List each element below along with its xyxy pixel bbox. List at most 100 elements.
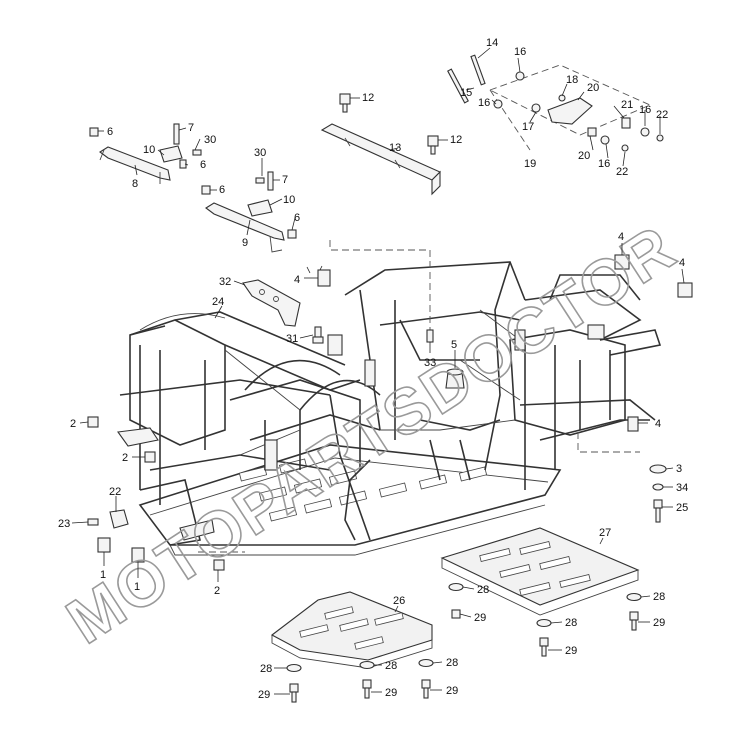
callout-29: 29 [258,689,270,701]
callout-16: 16 [639,104,651,116]
callout-20: 20 [587,82,599,94]
callout-4: 4 [618,231,624,243]
bumper-5 [445,368,465,389]
pad-2 [87,416,99,428]
linkage-assembly [447,54,664,152]
callout-17: 17 [522,121,534,133]
bracket-8 [99,146,171,184]
callout-31: 31 [286,333,298,345]
callout-4: 4 [655,418,661,430]
pad-2 [144,451,156,463]
callout-28: 28 [446,657,458,669]
callout-28: 28 [385,660,397,672]
callout-6: 6 [200,159,206,171]
frame-plate [587,324,605,340]
bolt-31 [312,326,324,344]
callout-12: 12 [450,134,462,146]
washer-3 [649,464,667,474]
callout-6: 6 [107,126,113,138]
callout-30: 30 [254,147,266,159]
frame-plate [364,359,376,387]
bolt-12-top [339,93,351,113]
frame-plate [514,329,526,351]
callout-1: 1 [134,581,140,593]
crossbeam-13 [320,123,441,196]
callout-29: 29 [446,685,458,697]
callout-16: 16 [598,158,610,170]
callout-32: 32 [219,276,231,288]
callout-2: 2 [70,418,76,430]
callout-22: 22 [616,166,628,178]
callout-12: 12 [362,92,374,104]
bracket-22 [109,509,129,529]
callout-29: 29 [565,645,577,657]
callout-16: 16 [478,97,490,109]
callout-26: 26 [393,595,405,607]
bolt-29 [421,679,431,689]
washer-28 [359,660,375,670]
bolt-29 [362,679,372,689]
washer-28 [536,618,552,628]
callout-9: 9 [242,237,248,249]
side-bracket [117,427,159,447]
callout-27: 27 [599,527,611,539]
callout-23: 23 [58,518,70,530]
callout-29: 29 [474,612,486,624]
fasteners-upper-left [89,123,297,239]
callout-28: 28 [653,591,665,603]
callout-7: 7 [282,174,288,186]
callout-8: 8 [132,178,138,190]
bracket-9 [205,199,285,253]
callout-labels: 6 7 30 10 6 8 30 7 6 10 9 6 12 12 13 14 … [58,37,688,701]
skid-plate-26 [270,591,433,669]
callout-10: 10 [283,194,295,206]
callout-4: 4 [679,257,685,269]
callout-24: 24 [212,296,224,308]
callout-22: 22 [109,486,121,498]
callout-28: 28 [477,584,489,596]
pad-4 [627,416,639,432]
callout-20: 20 [578,150,590,162]
pad-2 [213,559,225,571]
floor-slots [238,458,488,522]
callout-6: 6 [219,184,225,196]
washer-28 [286,663,302,673]
callout-2: 2 [122,452,128,464]
callout-13: 13 [389,142,401,154]
leader-lines [71,47,685,695]
washer-28 [448,582,464,592]
bolt-29 [451,609,461,619]
bolt-23 [87,518,99,526]
bolt-12-right [427,135,439,155]
skid-fasteners [286,582,642,703]
washer-28 [626,592,642,602]
bolt-29 [629,611,639,621]
callout-28: 28 [565,617,577,629]
callout-2: 2 [214,585,220,597]
pad-4 [677,282,693,298]
callout-6: 6 [294,212,300,224]
callout-19: 19 [524,158,536,170]
frame-plate [327,334,343,356]
callout-14: 14 [486,37,498,49]
main-frame [117,261,662,556]
callout-16: 16 [514,46,526,58]
callout-30: 30 [204,134,216,146]
pad-1 [97,537,111,553]
bolt-25 [653,499,663,523]
front-bracket [179,519,215,541]
callout-22: 22 [656,109,668,121]
callout-21: 21 [621,99,633,111]
callout-29: 29 [385,687,397,699]
callout-18: 18 [566,74,578,86]
bracket-32 [242,279,301,327]
callout-34: 34 [676,482,688,494]
callout-4: 4 [294,274,300,286]
callout-15: 15 [460,87,472,99]
washer-28 [418,658,434,668]
bolt-29 [539,637,549,647]
callout-28: 28 [260,663,272,675]
skid-plate-27 [440,527,640,616]
callout-5: 5 [451,339,457,351]
